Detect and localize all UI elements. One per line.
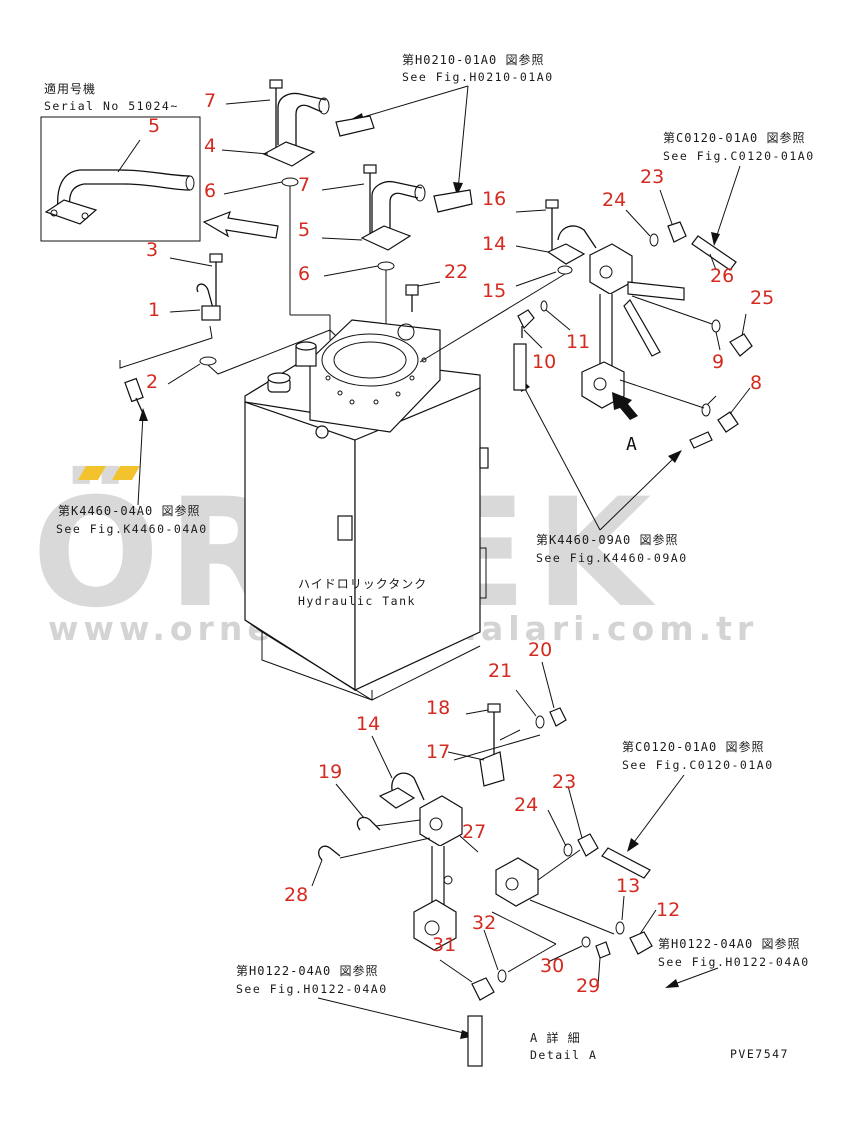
callout-12: 12 bbox=[656, 899, 680, 921]
inset-hose-inner bbox=[68, 183, 191, 211]
tank-label-en: Hydraulic Tank bbox=[298, 594, 416, 608]
callout-4: 4 bbox=[204, 135, 216, 157]
detail-a-en: Detail A bbox=[530, 1048, 597, 1062]
ref-h0122-right-en: See Fig.H0122-04A0 bbox=[658, 955, 810, 969]
callout-28: 28 bbox=[284, 884, 308, 906]
ref-k4460-09-en: See Fig.K4460-09A0 bbox=[536, 551, 688, 565]
callout-30: 30 bbox=[540, 955, 564, 977]
callout-7-top: 7 bbox=[204, 90, 216, 112]
callout-20: 20 bbox=[528, 639, 552, 661]
callout-18: 18 bbox=[426, 697, 450, 719]
callout-9: 9 bbox=[712, 351, 724, 373]
inset-hose-outer bbox=[56, 169, 191, 211]
callout-10: 10 bbox=[532, 351, 556, 373]
callout-23-top: 23 bbox=[640, 166, 664, 188]
callout-19: 19 bbox=[318, 761, 342, 783]
inset-serial-label: Serial No 51024~ bbox=[44, 99, 179, 113]
callout-27: 27 bbox=[462, 821, 486, 843]
callout-6-top: 6 bbox=[204, 180, 216, 202]
inset-pointer-arrow bbox=[202, 210, 279, 239]
callout-16: 16 bbox=[482, 188, 506, 210]
callout-11: 11 bbox=[566, 331, 590, 353]
callout-29: 29 bbox=[576, 975, 600, 997]
ref-c0120-top-en: See Fig.C0120-01A0 bbox=[663, 149, 815, 163]
callout-24-bottom: 24 bbox=[514, 794, 538, 816]
ref-h0210-en: See Fig.H0210-01A0 bbox=[402, 70, 554, 84]
callout-22: 22 bbox=[444, 261, 468, 283]
ref-k4460-04-en: See Fig.K4460-04A0 bbox=[56, 522, 208, 536]
drawing-number: PVE7547 bbox=[730, 1047, 789, 1061]
ref-h0122-left-jp: 第H0122-04A0 図参照 bbox=[236, 963, 378, 978]
inset-jp-label: 適用号機 bbox=[44, 81, 96, 96]
left-fittings bbox=[119, 253, 341, 421]
ref-k4460-09-jp: 第K4460-09A0 図参照 bbox=[536, 532, 678, 547]
inset-frame bbox=[40, 116, 201, 242]
right-upper-assembly: A bbox=[419, 199, 753, 455]
callout-6-mid: 6 bbox=[298, 263, 310, 285]
callout-7-mid: 7 bbox=[298, 174, 310, 196]
view-a-arrow bbox=[612, 392, 638, 420]
callout-32: 32 bbox=[472, 912, 496, 934]
inset-flange bbox=[44, 199, 98, 225]
callout-1: 1 bbox=[148, 299, 160, 321]
inset-hose-end bbox=[185, 175, 195, 191]
ref-h0122-left-en: See Fig.H0122-04A0 bbox=[236, 982, 388, 996]
callout-13: 13 bbox=[616, 875, 640, 897]
callout-14-top: 14 bbox=[482, 233, 506, 255]
callout-24-top: 24 bbox=[602, 189, 626, 211]
ref-k4460-04-jp: 第K4460-04A0 図参照 bbox=[58, 503, 200, 518]
hydraulic-tank: ハイドロリックタンク Hydraulic Tank bbox=[244, 319, 489, 701]
callout-25: 25 bbox=[750, 287, 774, 309]
callout-numbers: 7 4 6 5 3 1 2 7 5 6 22 16 14 15 24 23 26… bbox=[146, 90, 774, 997]
callout-5-inset: 5 bbox=[148, 115, 160, 137]
callout-14-bottom: 14 bbox=[356, 713, 380, 735]
watermark-dot-right bbox=[112, 466, 140, 480]
ref-c0120-mid-jp: 第C0120-01A0 図参照 bbox=[622, 739, 764, 754]
callout-2: 2 bbox=[146, 371, 158, 393]
ref-c0120-top-jp: 第C0120-01A0 図参照 bbox=[663, 130, 805, 145]
ref-h0210-jp: 第H0210-01A0 図参照 bbox=[402, 52, 544, 67]
callout-17: 17 bbox=[426, 741, 450, 763]
detail-a-jp: A 詳 細 bbox=[530, 1030, 581, 1045]
ref-h0122-right-jp: 第H0122-04A0 図参照 bbox=[658, 936, 800, 951]
callout-26: 26 bbox=[710, 265, 734, 287]
ref-c0120-mid-en: See Fig.C0120-01A0 bbox=[622, 758, 774, 772]
callout-23-bottom: 23 bbox=[552, 771, 576, 793]
callout-21: 21 bbox=[488, 660, 512, 682]
watermark-dot-left bbox=[78, 466, 106, 480]
callout-leaders bbox=[167, 99, 751, 987]
callout-8: 8 bbox=[750, 372, 762, 394]
callout-3: 3 bbox=[146, 239, 158, 261]
serial-inset: 適用号機 Serial No 51024~ bbox=[40, 81, 201, 242]
callout-15: 15 bbox=[482, 280, 506, 302]
tank-label-jp: ハイドロリックタンク bbox=[298, 577, 427, 591]
callout-31: 31 bbox=[432, 934, 456, 956]
callout-5: 5 bbox=[298, 219, 310, 241]
leader-5-inset bbox=[117, 139, 141, 173]
view-a-label: A bbox=[626, 434, 637, 455]
reference-labels: 第H0210-01A0 図参照 See Fig.H0210-01A0 第C012… bbox=[56, 52, 815, 996]
upper-assembly bbox=[262, 79, 473, 350]
detail-a: A 詳 細 Detail A bbox=[318, 703, 653, 1067]
